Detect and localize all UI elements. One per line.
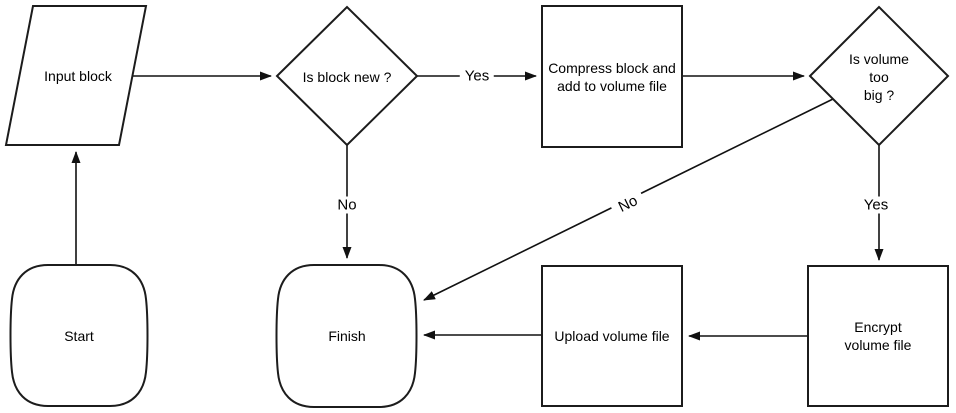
is-volume-too-big-label: Is volume too big ? (849, 51, 909, 103)
upload-volume-file-label: Upload volume file (554, 328, 670, 344)
compress-block-rect (541, 5, 683, 148)
start-terminator (9, 264, 149, 407)
edge-label-yes-block-new: Yes (459, 67, 495, 85)
encrypt-volume-file-label: Encrypt volume file (844, 319, 912, 353)
is-block-new-diamond (275, 5, 419, 147)
edge-label-no-block-new: No (332, 196, 362, 214)
finish-label: Finish (328, 328, 366, 344)
is-block-new-label: Is block new ? (302, 69, 392, 85)
encrypt-volume-file-rect (807, 265, 949, 407)
compress-block-label: Compress block and add to volume file (548, 60, 676, 94)
upload-volume-file-rect (541, 265, 683, 407)
edge-label-yes-volume-big: Yes (858, 196, 894, 214)
finish-terminator (275, 264, 418, 408)
start-label: Start (64, 328, 94, 344)
input-block-parallelogram (4, 5, 148, 146)
is-volume-too-big-diamond (808, 5, 950, 147)
input-block-label: Input block (44, 68, 112, 84)
